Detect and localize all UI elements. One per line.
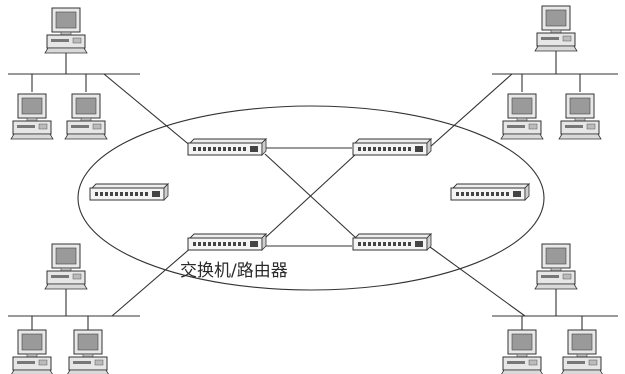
workstation-bl-a bbox=[11, 330, 53, 374]
switch-upper-left bbox=[188, 139, 266, 155]
uplink-bottom-right bbox=[430, 247, 525, 316]
switch-middle-right bbox=[451, 184, 529, 200]
workstation-bl-top bbox=[45, 244, 87, 289]
workstation-tr-a bbox=[501, 94, 543, 139]
workstation-tl-b bbox=[65, 94, 107, 139]
workstation-br-a bbox=[501, 330, 543, 374]
uplink-top-left bbox=[104, 74, 192, 147]
workstation-tl-a bbox=[11, 94, 53, 139]
switch-router-caption: 交换机/路由器 bbox=[180, 261, 288, 281]
workstation-br-top bbox=[535, 244, 577, 289]
switch-lower-left bbox=[188, 234, 266, 250]
workstation-tr-top bbox=[535, 6, 577, 51]
switch-upper-right bbox=[353, 139, 431, 155]
switch-middle-left bbox=[90, 184, 168, 200]
workstation-tl-top bbox=[45, 8, 87, 53]
switch-lower-right bbox=[353, 234, 431, 250]
uplink-bottom-left bbox=[112, 247, 192, 316]
workstation-br-b bbox=[561, 330, 603, 374]
uplink-top-right bbox=[430, 74, 512, 147]
workstation-bl-b bbox=[67, 330, 109, 374]
workstation-tr-b bbox=[559, 94, 601, 139]
